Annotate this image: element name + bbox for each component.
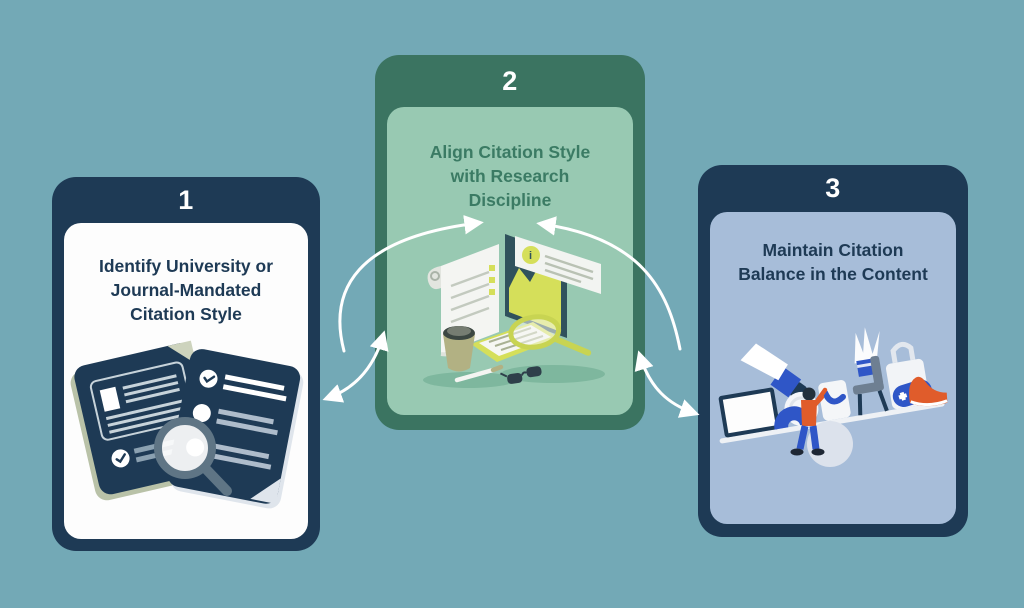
step-3-panel: Maintain Citation Balance in the Content xyxy=(710,212,956,524)
plant-icon xyxy=(854,327,880,378)
step-3-title: Maintain Citation Balance in the Content xyxy=(738,240,928,285)
step-2-number: 2 xyxy=(502,65,518,96)
pivot-ball xyxy=(807,421,853,468)
documents-magnifier-illustration xyxy=(70,341,304,509)
magnifying-glass-icon xyxy=(154,417,232,497)
step-2-panel: Align Citation Style with Research Disci… xyxy=(387,107,633,415)
monitor-icon xyxy=(718,387,780,438)
sneaker-icon xyxy=(909,377,948,407)
step-1-panel: Identify University or Journal-Mandated … xyxy=(64,223,308,539)
pen-icon xyxy=(454,365,504,383)
step-1-title: Identify University or Journal-Mandated … xyxy=(98,256,274,325)
magnifier-icon xyxy=(508,314,592,357)
svg-text:i: i xyxy=(529,250,532,262)
arrow-card2-to-card3 xyxy=(634,350,700,418)
megaphone-icon xyxy=(740,343,807,401)
step-card-1: 1 Identify University or Journal-Mandate… xyxy=(52,177,320,551)
chair-icon xyxy=(852,356,889,416)
shadow xyxy=(423,372,515,389)
step-1-number: 1 xyxy=(178,184,194,215)
step-3-number: 3 xyxy=(825,173,841,203)
step-card-3: 3 Maintain Citation Balance in the Conte… xyxy=(698,165,968,537)
step-2-title: Align Citation Style with Research Disci… xyxy=(429,142,591,211)
cup-icon xyxy=(818,380,851,421)
research-desk-illustration: i xyxy=(423,234,605,389)
step-card-2: 2 Align Citation Style with Research Dis… xyxy=(375,55,645,430)
balance-seesaw-illustration xyxy=(718,327,948,468)
glasses-icon xyxy=(499,366,542,385)
person-icon xyxy=(790,387,828,456)
coffee-cup-icon xyxy=(443,326,475,372)
